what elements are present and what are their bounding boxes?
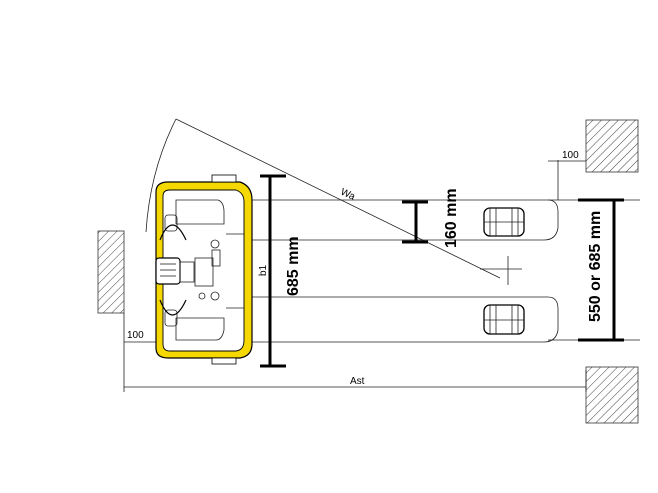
dim-685-label: 685 mm [285, 236, 302, 296]
wall-bottom-right [585, 366, 639, 424]
wa-line [175, 118, 501, 279]
fork-upper [248, 199, 559, 241]
wall-top-right [585, 119, 639, 173]
load-wheel-upper [483, 207, 525, 237]
truck-chassis [155, 174, 253, 365]
clearance-right-label: 100 [562, 150, 579, 161]
dim-160-label: 160 mm [443, 188, 460, 248]
dim-span-label: 550 or 685 mm [587, 211, 604, 322]
fork-lower [248, 296, 559, 343]
wall-left [97, 230, 125, 314]
turning-arc [145, 118, 177, 233]
ast-label: Ast [350, 376, 365, 387]
clearance-left-label: 100 [127, 330, 144, 341]
load-wheel-lower [483, 304, 525, 335]
operator-compartment [155, 199, 244, 341]
b1-label: b1 [258, 264, 269, 276]
